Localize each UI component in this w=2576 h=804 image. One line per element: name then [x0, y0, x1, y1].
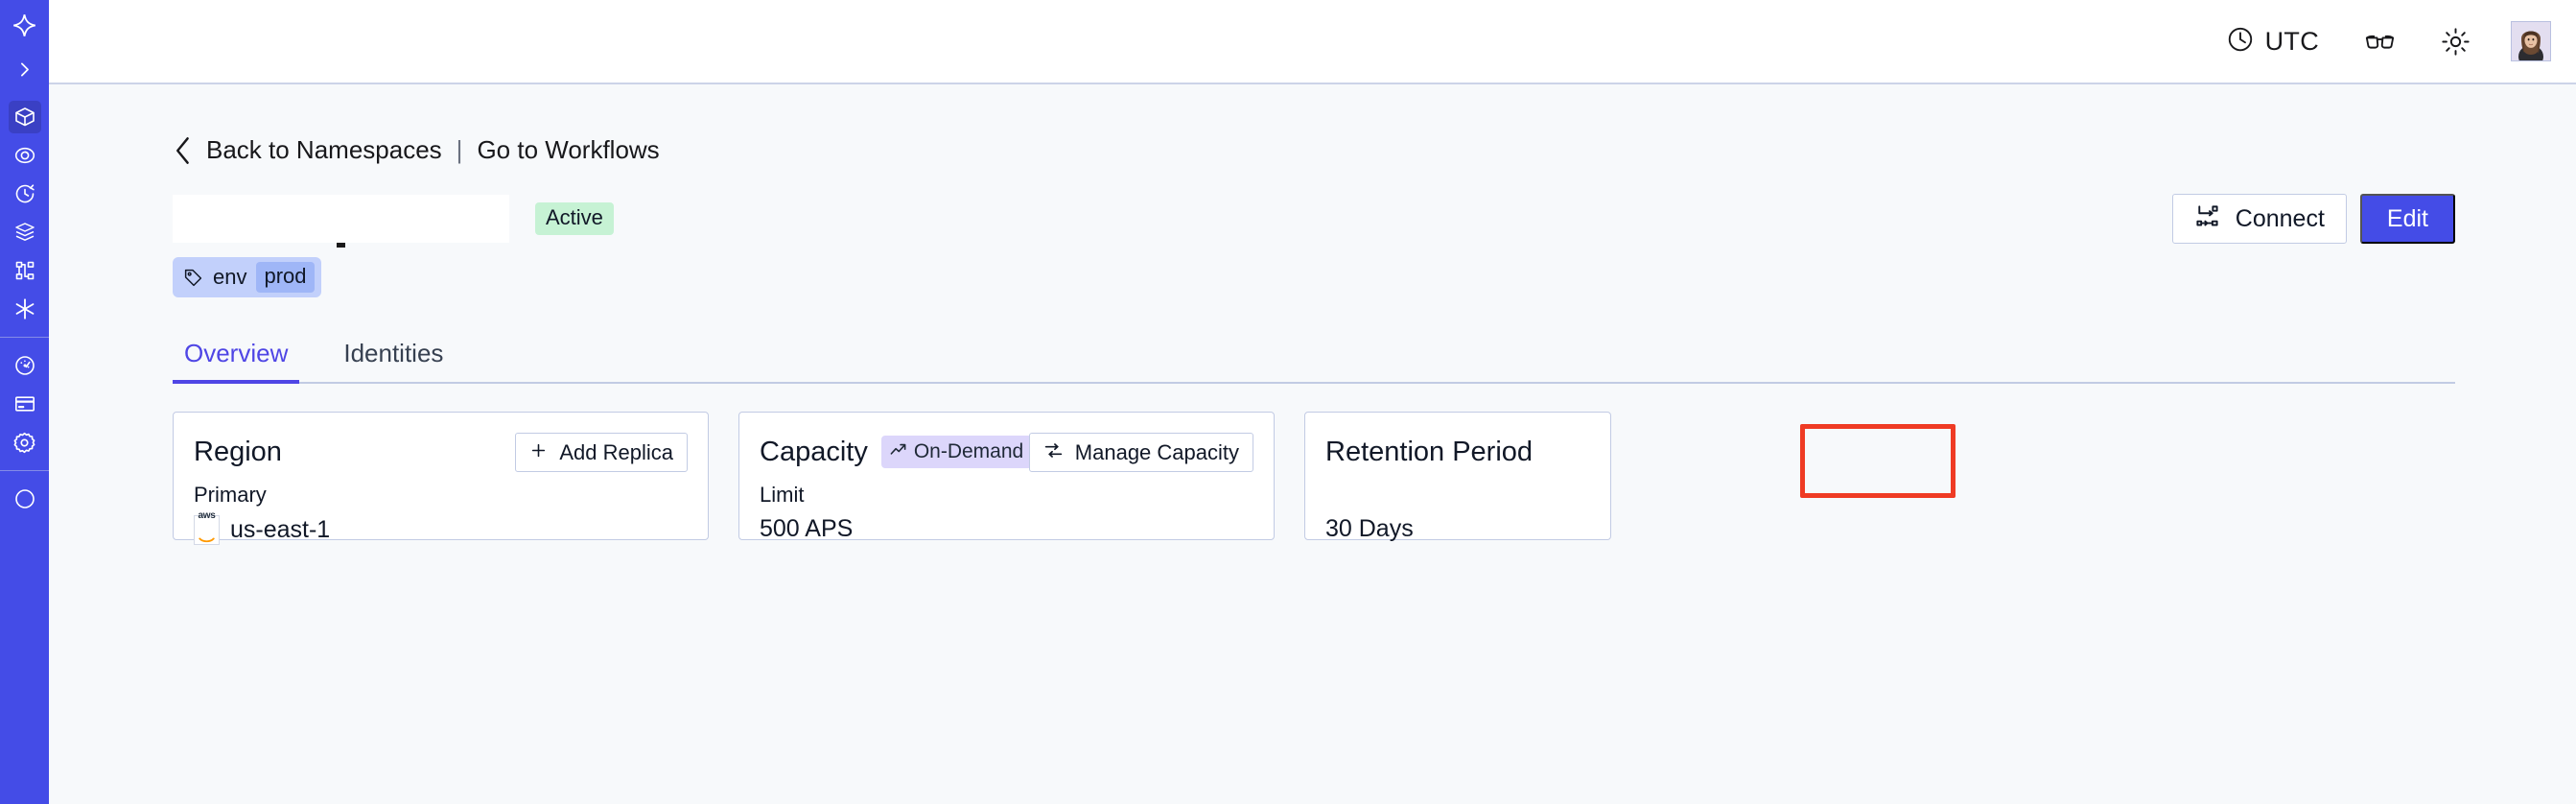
capacity-card: Capacity On-Demand	[738, 412, 1955, 542]
timezone-selector[interactable]: UTC	[2226, 25, 2319, 59]
top-header: UTC	[49, 0, 2576, 84]
sidebar-item-workflows[interactable]	[9, 254, 41, 287]
add-replica-button[interactable]: Add Replica	[515, 433, 688, 472]
namespace-tags: env prod	[173, 257, 2455, 297]
sidebar-item-help[interactable]	[9, 483, 41, 515]
sidebar-item-usage[interactable]	[9, 349, 41, 382]
sidebar-item-namespaces[interactable]	[8, 101, 41, 133]
sidebar-item-batch[interactable]	[9, 216, 41, 248]
retention-card: Retention Period 30 Days	[1304, 412, 1611, 542]
retention-spacer	[1325, 483, 1590, 508]
tag-key: env	[213, 265, 247, 289]
timezone-label: UTC	[2264, 26, 2319, 56]
trending-up-icon	[889, 440, 907, 462]
plus-icon	[529, 441, 548, 463]
on-demand-badge: On-Demand	[880, 436, 1033, 468]
manage-capacity-button[interactable]: Manage Capacity	[1028, 433, 1253, 472]
sidebar-item-billing[interactable]	[9, 388, 41, 420]
tab-bar-divider	[173, 382, 2455, 384]
sidebar-divider-2	[0, 470, 49, 471]
breadcrumb-separator: |	[456, 135, 463, 164]
tab-overview[interactable]: Overview	[173, 339, 300, 384]
region-card: Region Add Replica Primary	[173, 412, 709, 545]
go-to-workflows-link[interactable]: Go to Workflows	[477, 135, 660, 164]
glasses-icon[interactable]	[2364, 26, 2396, 58]
add-replica-label: Add Replica	[559, 439, 673, 464]
region-primary-label: Primary	[194, 483, 267, 507]
sidebar-expand-button[interactable]	[9, 53, 41, 85]
sidebar-item-settings[interactable]	[9, 426, 41, 459]
main-area: UTC	[49, 0, 2576, 804]
capacity-limit-label: Limit	[760, 483, 805, 507]
edit-button[interactable]: Edit	[2359, 194, 2455, 244]
namespace-title-row: Active	[173, 194, 2455, 248]
breadcrumb: Back to Namespaces | Go to Workflows	[173, 135, 2455, 165]
clock-icon	[2226, 25, 2255, 59]
aws-smile-mark	[199, 522, 215, 550]
tab-identities[interactable]: Identities	[343, 339, 444, 367]
overview-cards: Region Add Replica Primary	[173, 412, 2455, 545]
sun-icon[interactable]	[2441, 27, 2471, 57]
region-value-row: aws us-east-1	[194, 510, 688, 545]
title-redaction-mark	[337, 243, 345, 248]
region-value: us-east-1	[230, 516, 331, 543]
tag-icon	[183, 268, 203, 288]
left-sidebar	[0, 0, 49, 804]
chevron-left-icon[interactable]	[173, 136, 194, 165]
retention-value: 30 Days	[1325, 515, 1414, 542]
status-badge: Active	[535, 202, 614, 235]
page-body: Back to Namespaces | Go to Workflows Act…	[49, 84, 2576, 804]
tag-value: prod	[256, 262, 315, 293]
page-title	[173, 195, 509, 248]
on-demand-badge-label: On-Demand	[913, 440, 1024, 462]
user-avatar[interactable]	[2511, 21, 2551, 61]
temporal-logo-icon[interactable]	[9, 9, 41, 41]
aws-logo-text: aws	[198, 509, 216, 521]
tag-chip[interactable]: env prod	[173, 257, 321, 297]
sidebar-item-observability[interactable]	[9, 139, 41, 172]
capacity-value: 500 APS	[760, 515, 854, 542]
tab-bar: Overview Identities	[173, 329, 2455, 384]
retention-card-title: Retention Period	[1325, 436, 1534, 467]
capacity-card-title: Capacity	[760, 436, 868, 467]
sliders-icon	[1043, 440, 1064, 464]
connect-button[interactable]: Connect	[2171, 194, 2347, 244]
manage-capacity-highlight	[1800, 424, 1955, 498]
region-card-title: Region	[194, 436, 282, 467]
aws-logo-icon: aws	[194, 510, 220, 545]
sidebar-divider-1	[0, 337, 49, 338]
sidebar-item-schedules[interactable]	[9, 177, 41, 210]
connect-button-label: Connect	[2235, 204, 2325, 232]
connect-flow-icon	[2194, 203, 2220, 234]
manage-capacity-label: Manage Capacity	[1074, 439, 1239, 464]
title-actions: Connect Edit	[2171, 194, 2455, 244]
sidebar-item-nexus[interactable]	[9, 293, 41, 325]
back-to-namespaces-link[interactable]: Back to Namespaces	[206, 135, 442, 164]
